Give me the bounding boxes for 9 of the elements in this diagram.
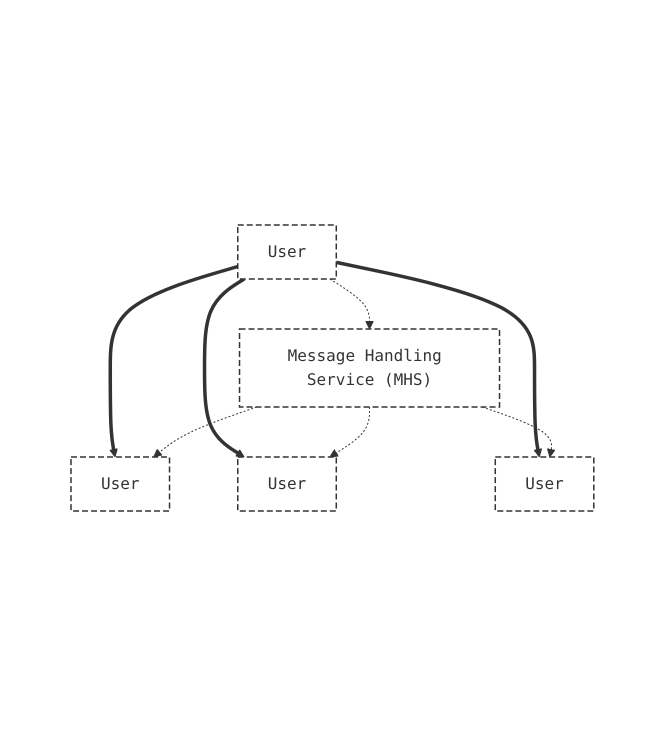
arrow (330, 406, 370, 458)
arrow (108, 264, 238, 458)
arrow (202, 278, 246, 458)
node-box: User (70, 456, 170, 512)
node-box: User (494, 456, 595, 512)
arrow (336, 260, 542, 458)
node-box: User (237, 224, 338, 280)
node-box: User (237, 456, 338, 512)
node-box: Message Handling Service (MHS) (238, 328, 500, 408)
